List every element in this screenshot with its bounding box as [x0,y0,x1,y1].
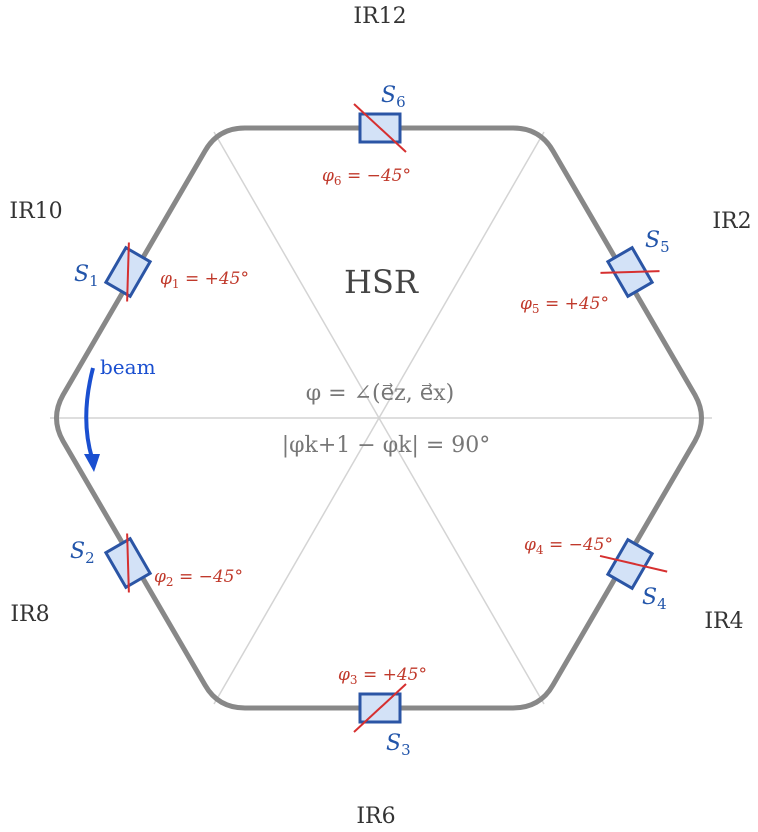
snake-2-axis [126,533,130,593]
beam-label: beam [100,355,156,379]
snake-1-angle: φ1 = +45° [160,269,249,291]
ir-label-2: IR2 [712,209,751,234]
snake-4-label: S4 [642,585,667,613]
angle-definition: φ = ∠(e⃗z, e⃗x) [306,381,454,406]
snake-6-axis [353,103,407,153]
snake-1-label: S1 [74,262,99,290]
snake-magnet-3 [353,683,407,733]
beam-direction-arrow [84,367,100,472]
snake-1-axis [126,242,130,302]
snake-magnet-4 [599,537,668,591]
snake-5-axis [600,270,660,274]
snake-5-label: S5 [645,228,670,256]
snake-magnet-2 [103,533,153,593]
ir-label-12: IR12 [353,4,406,29]
spoke-diagonal-2 [213,131,545,705]
spokes [50,131,712,705]
snake-2-angle: φ2 = −45° [154,567,243,589]
snake-6-angle: φ6 = −45° [322,166,411,188]
ring-title: HSR [344,263,419,301]
snake-magnet-1 [103,242,153,302]
ir-label-6: IR6 [356,804,395,829]
ir-label-10: IR10 [9,199,62,224]
angle-difference-rule: |φk+1 − φk| = 90° [282,433,491,458]
snake-magnet-5 [600,245,660,299]
snake-6-label: S6 [381,83,406,111]
snake-4-box [605,537,655,591]
snake-5-angle: φ5 = +45° [520,294,609,316]
snake-3-label: S3 [386,731,411,759]
snake-3-angle: φ3 = +45° [338,665,427,687]
snake-4-axis [599,554,668,573]
snake-magnet-6 [353,103,407,153]
snake-3-axis [353,683,407,733]
ir-label-4: IR4 [704,609,743,634]
snake-2-label: S2 [70,539,95,567]
storage-ring [54,125,704,711]
snake-4-angle: φ4 = −45° [524,535,613,557]
ir-label-8: IR8 [10,602,49,627]
